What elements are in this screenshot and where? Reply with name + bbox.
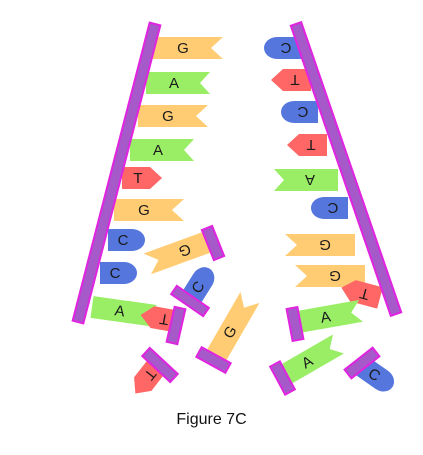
- right-strand-backbone: [289, 20, 403, 318]
- base-letter-g: G: [329, 267, 341, 284]
- base-c-shape: [100, 262, 137, 284]
- loose-nucleotide-a: A: [277, 334, 344, 386]
- base-c-shape: [264, 37, 301, 59]
- base-letter-g: G: [176, 240, 193, 260]
- right-strand-base-g: G: [285, 234, 355, 256]
- left-strand-base-t: T: [122, 167, 162, 189]
- base-letter-a: A: [153, 142, 163, 159]
- left-strand-base-a: A: [90, 296, 157, 327]
- base-letter-a: A: [114, 302, 126, 320]
- right-strand-base-a: A: [274, 169, 338, 191]
- left-strand-base-a: A: [146, 72, 210, 94]
- base-g-shape: [138, 105, 208, 127]
- base-g-shape: [285, 234, 355, 256]
- base-letter-t: T: [133, 170, 142, 187]
- backbones-layer: [71, 20, 403, 396]
- base-g-shape: [153, 37, 223, 59]
- paired-a-backbone: [285, 305, 305, 343]
- base-g-shape: [114, 199, 184, 221]
- base-letter-t: T: [158, 310, 170, 328]
- left-strand-base-g: G: [114, 199, 184, 221]
- paired-base-a: A: [296, 300, 363, 333]
- loose-t-backbone: [140, 346, 180, 384]
- base-letter-g: G: [138, 202, 150, 219]
- left-strand-base-g: G: [153, 37, 223, 59]
- right-strand-base-t: T: [271, 69, 311, 91]
- base-t-shape: [271, 69, 311, 91]
- left-strand-base-a: A: [130, 139, 194, 161]
- right-strand-base-c: C: [311, 197, 348, 219]
- loose-g-bottom-backbone: [194, 345, 233, 375]
- base-letter-a: A: [319, 308, 332, 326]
- loose-c-bottom-backbone: [343, 346, 381, 380]
- right-strand-base-t: T: [287, 134, 327, 156]
- base-letter-t: T: [358, 284, 371, 303]
- base-letter-a: A: [169, 75, 179, 92]
- base-a-shape: [90, 296, 157, 327]
- loose-c-backbone: [169, 284, 211, 318]
- loose-a-backbone: [268, 360, 297, 396]
- base-letter-g: G: [162, 108, 174, 125]
- base-letter-t: T: [290, 71, 299, 88]
- base-letter-c: C: [118, 232, 129, 249]
- right-strand-base-c: C: [281, 101, 318, 123]
- base-c-shape: [311, 197, 348, 219]
- loose-nucleotide-g-bottom: G: [205, 291, 260, 364]
- base-a-shape: [146, 72, 210, 94]
- left-strand-backbone: [71, 21, 162, 325]
- base-g-shape: [143, 229, 217, 275]
- left-strand-base-g: G: [138, 105, 208, 127]
- base-a-shape: [274, 169, 338, 191]
- base-letter-g: G: [319, 236, 331, 253]
- base-a-shape: [296, 300, 363, 333]
- base-t-shape: [122, 167, 162, 189]
- left-strand-base-c: C: [100, 262, 137, 284]
- base-g-shape: [205, 291, 260, 364]
- base-g-shape: [295, 265, 365, 287]
- left-strand-base-c: C: [108, 229, 145, 251]
- base-letter-t: T: [306, 136, 315, 153]
- loose-g-backbone: [200, 224, 226, 262]
- right-strand-base-g: G: [295, 265, 365, 287]
- loose-nucleotide-g: G: [143, 229, 217, 275]
- base-letter-c: C: [327, 199, 338, 216]
- base-letter-c: C: [110, 265, 121, 282]
- right-strand-base-c: C: [264, 37, 301, 59]
- base-letter-a: A: [305, 171, 315, 188]
- base-letter-c: C: [297, 103, 308, 120]
- base-t-shape: [287, 134, 327, 156]
- paired-t-backbone: [165, 305, 187, 346]
- base-letter-g: G: [177, 40, 189, 57]
- base-letter-c: C: [280, 39, 291, 56]
- base-c-shape: [108, 229, 145, 251]
- base-c-shape: [281, 101, 318, 123]
- base-a-shape: [130, 139, 194, 161]
- base-a-shape: [277, 334, 344, 386]
- figure-caption: Figure 7C: [176, 411, 247, 428]
